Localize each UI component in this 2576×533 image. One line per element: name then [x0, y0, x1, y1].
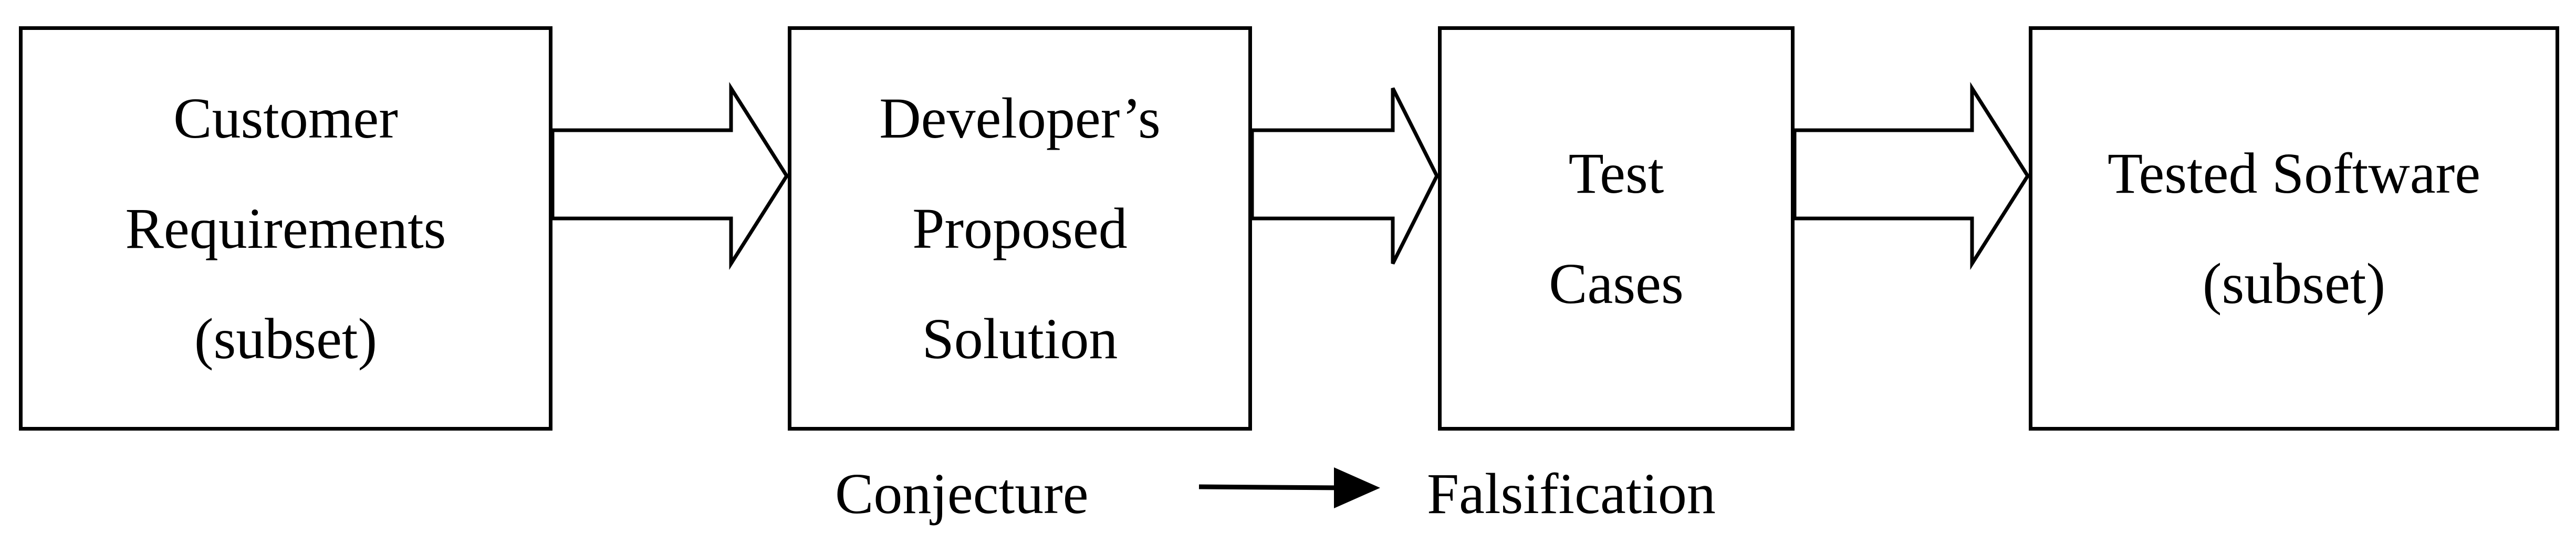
box-tested-software: Tested Software (subset): [2029, 26, 2559, 431]
flow-arrow-2: [1250, 87, 1439, 265]
box-test-cases: Test Cases: [1438, 26, 1795, 431]
box-text-line: Requirements: [125, 196, 446, 260]
box-text-line: Cases: [1549, 252, 1684, 316]
box-text-line: Customer: [173, 86, 398, 150]
flow-arrow-1: [550, 81, 789, 270]
box-text-line: (subset): [194, 307, 378, 371]
box-text-line: Developer’s: [879, 86, 1161, 150]
caption-conjecture: Conjecture: [835, 462, 1089, 526]
box-text-line: Test: [1568, 141, 1664, 205]
flow-arrow-3: [1792, 81, 2030, 270]
caption-falsification: Falsification: [1427, 462, 1716, 526]
box-text-line: (subset): [2202, 252, 2386, 316]
box-text-line: Tested Software: [2107, 141, 2481, 205]
box-proposed-solution: Developer’s Proposed Solution: [788, 26, 1252, 431]
box-text-line: Solution: [922, 307, 1118, 371]
box-customer-requirements: Customer Requirements (subset): [19, 26, 552, 431]
box-text-line: Proposed: [912, 196, 1128, 260]
caption-arrow-shaft: [1198, 484, 1345, 490]
caption-arrow-head: [1334, 467, 1380, 508]
